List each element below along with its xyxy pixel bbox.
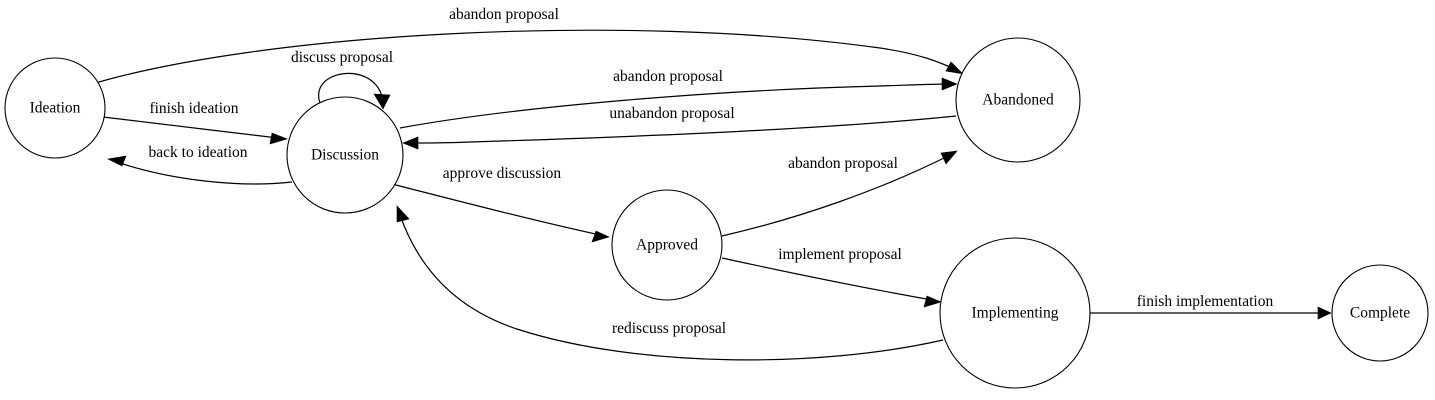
node-ideation[interactable]: Ideation [4, 57, 106, 159]
arrowhead-discussion-abandoned [941, 77, 958, 91]
edge-label-approved-abandoned: abandon proposal [788, 155, 898, 172]
edge-label-discussion-ideation: back to ideation [149, 144, 248, 161]
edge-discussion-ideation[interactable]: back to ideation [107, 144, 293, 185]
arrowhead-discussion-ideation [107, 155, 127, 167]
arrowhead-implementing-discussion [396, 205, 410, 223]
edge-abandoned-discussion[interactable]: unabandon proposal [402, 105, 957, 150]
node-implementing[interactable]: Implementing [939, 237, 1091, 389]
edge-label-abandoned-discussion: unabandon proposal [609, 105, 734, 122]
edge-label-discussion-self: discuss proposal [291, 49, 393, 66]
node-label-abandoned: Abandoned [982, 92, 1054, 109]
edge-path-discussion-ideation [116, 161, 293, 185]
edge-discussion-approved[interactable]: approve discussion [391, 165, 610, 243]
edge-path-discussion-self [318, 72, 383, 104]
edge-implementing-complete[interactable]: finish implementation [1090, 293, 1332, 320]
edge-label-implementing-complete: finish implementation [1137, 293, 1274, 310]
edge-discussion-abandoned[interactable]: abandon proposal [399, 68, 958, 129]
node-label-ideation: Ideation [30, 100, 81, 117]
node-approved[interactable]: Approved [611, 189, 723, 301]
node-label-complete: Complete [1350, 305, 1410, 322]
edge-path-ideation-discussion [102, 116, 279, 139]
edge-label-discussion-abandoned: abandon proposal [613, 68, 723, 85]
edge-path-approved-abandoned [721, 155, 949, 237]
edge-label-ideation-discussion: finish ideation [149, 100, 238, 117]
arrowhead-discussion-approved [591, 230, 610, 243]
edge-label-implementing-discussion: rediscuss proposal [612, 320, 726, 337]
node-discussion[interactable]: Discussion [286, 96, 404, 214]
arrowhead-ideation-discussion [269, 132, 288, 145]
node-circle-abandoned [955, 37, 1081, 163]
arrowhead-abandoned-discussion [402, 136, 419, 150]
edge-label-approved-implementing: implement proposal [778, 246, 902, 263]
edge-path-implementing-discussion [399, 214, 944, 361]
edge-implementing-discussion[interactable]: rediscuss proposal [396, 205, 944, 361]
edge-label-discussion-approved: approve discussion [443, 165, 562, 182]
edge-ideation-abandoned[interactable]: abandon proposal [91, 6, 964, 85]
node-label-implementing: Implementing [972, 305, 1059, 322]
edge-label-ideation-abandoned: abandon proposal [449, 6, 559, 23]
arrowhead-approved-abandoned [940, 150, 958, 165]
node-circle-ideation [4, 57, 106, 159]
node-circle-discussion [286, 96, 404, 214]
node-circle-complete [1331, 264, 1429, 362]
arrowhead-approved-implementing [923, 295, 942, 308]
arrowhead-ideation-abandoned [945, 61, 964, 75]
arrowhead-implementing-complete [1317, 306, 1332, 320]
edge-path-approved-implementing [721, 257, 933, 301]
edge-discussion-self[interactable]: discuss proposal [291, 49, 393, 110]
node-abandoned[interactable]: Abandoned [955, 37, 1081, 163]
edge-approved-implementing[interactable]: implement proposal [721, 246, 942, 308]
edge-path-discussion-approved [391, 183, 601, 236]
node-circle-implementing [939, 237, 1091, 389]
edge-approved-abandoned[interactable]: abandon proposal [721, 150, 958, 237]
arrowhead-discussion-self [373, 93, 391, 110]
node-label-approved: Approved [636, 237, 698, 254]
node-circle-approved [611, 189, 723, 301]
edge-path-abandoned-discussion [411, 115, 957, 144]
edge-path-ideation-abandoned [91, 29, 957, 85]
edge-ideation-discussion[interactable]: finish ideation [102, 100, 288, 145]
node-label-discussion: Discussion [311, 147, 379, 164]
node-complete[interactable]: Complete [1331, 264, 1429, 362]
edge-path-discussion-abandoned [399, 83, 949, 129]
